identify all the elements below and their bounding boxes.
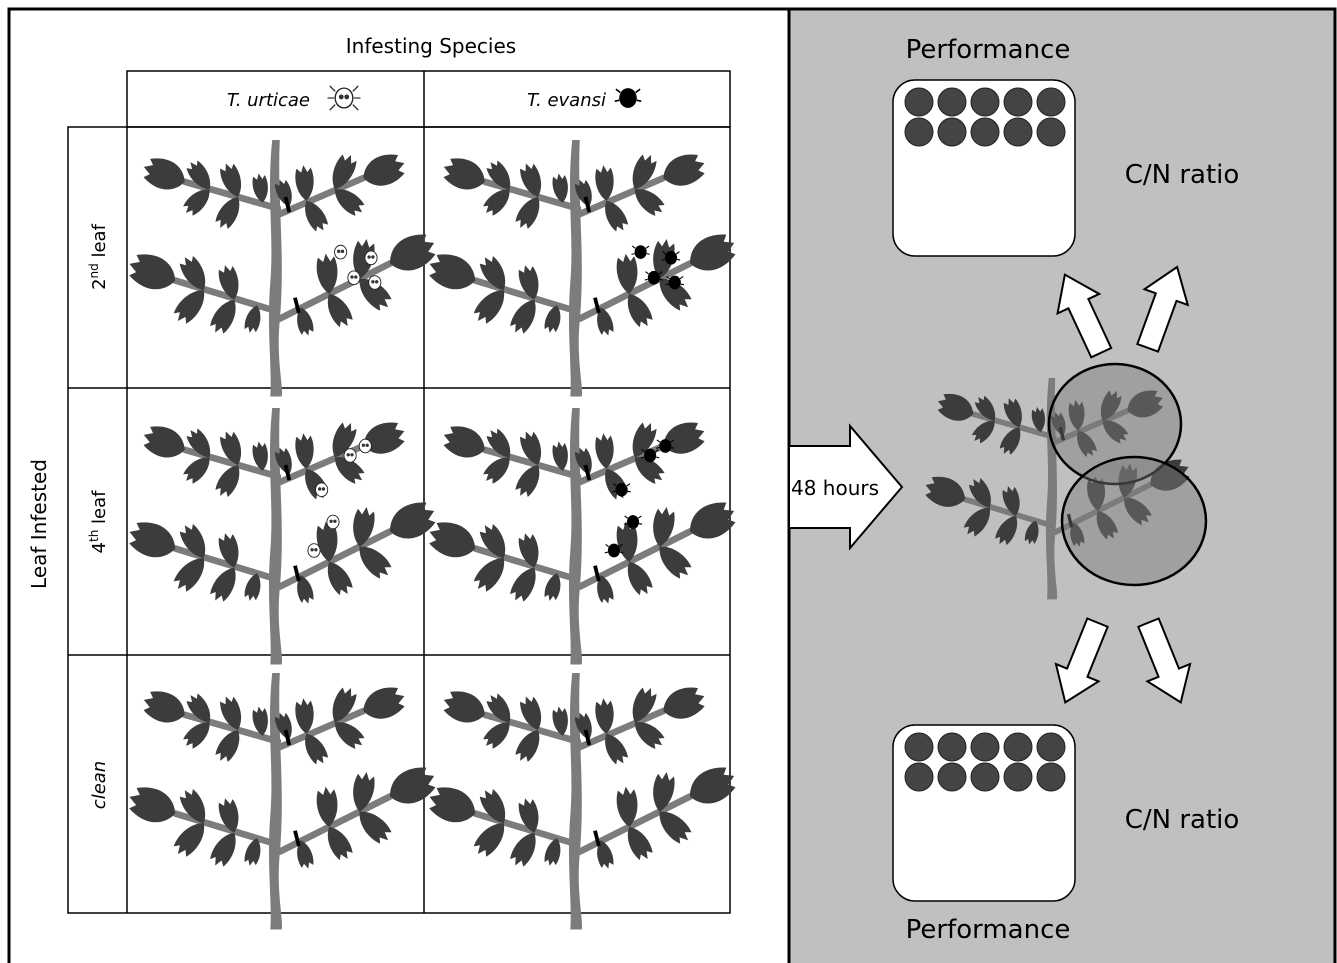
- leaf-disc: [970, 117, 1000, 147]
- cn-ratio-label-bottom: C/N ratio: [1125, 805, 1240, 835]
- column-header-title: Infesting Species: [346, 34, 516, 58]
- leaf-disc: [904, 117, 934, 147]
- leaf-discs-top: [904, 87, 1066, 147]
- leaf-disc: [1003, 117, 1033, 147]
- light-mite-icon: [364, 250, 378, 266]
- leaf-disc: [904, 732, 934, 762]
- row-label-2nd-leaf: 2nd leaf: [87, 223, 110, 290]
- light-mite-icon: [327, 85, 361, 111]
- light-mite-icon: [307, 543, 321, 558]
- leaf-disc: [970, 732, 1000, 762]
- left-panel: Infesting Species T. urticae T. evansi L…: [7, 7, 791, 963]
- time-arrow: [788, 423, 904, 551]
- column-label-t-evansi: T. evansi: [527, 90, 606, 111]
- down-arrow-left: [1054, 617, 1109, 704]
- performance-label-bottom: Performance: [906, 915, 1071, 945]
- leaf-disc: [1036, 732, 1066, 762]
- row-label-clean: clean: [89, 761, 110, 809]
- leaf-disc: [1036, 762, 1066, 792]
- time-arrow-label: 48 hours: [791, 476, 879, 500]
- leaf-disc: [937, 762, 967, 792]
- row-header-title: Leaf Infested: [27, 459, 51, 589]
- leaf-disc: [904, 87, 934, 117]
- leaf-disc: [904, 762, 934, 792]
- light-mite-icon: [358, 438, 372, 454]
- leaf-disc: [1036, 87, 1066, 117]
- leaf-disc: [937, 87, 967, 117]
- cn-ratio-label-top: C/N ratio: [1125, 160, 1240, 190]
- light-mite-icon: [315, 482, 329, 497]
- light-mite-icon: [334, 244, 348, 260]
- leaf-disc: [970, 762, 1000, 792]
- down-arrow-right: [1137, 617, 1192, 704]
- leaf-disc: [1003, 762, 1033, 792]
- leaf-disc: [937, 117, 967, 147]
- up-arrow-left: [1056, 273, 1113, 359]
- leaf-disc: [1003, 87, 1033, 117]
- table-grid: [67, 126, 731, 914]
- column-label-t-urticae: T. urticae: [227, 90, 310, 111]
- leaf-disc: [1003, 732, 1033, 762]
- highlight-lower-leaf: [1060, 455, 1208, 587]
- light-mite-icon: [326, 514, 340, 530]
- leaf-disc: [970, 87, 1000, 117]
- up-arrow-right: [1136, 265, 1190, 353]
- leaf-discs-bottom: [904, 732, 1066, 792]
- light-mite-icon: [368, 275, 382, 290]
- leaf-disc: [1036, 117, 1066, 147]
- light-mite-icon: [347, 270, 361, 286]
- leaf-disc: [937, 732, 967, 762]
- highlight-upper-leaf: [1047, 362, 1183, 486]
- row-label-4th-leaf: 4th leaf: [87, 490, 110, 554]
- right-panel: Performance C/N ratio 48 hours C/N r: [787, 7, 1337, 963]
- light-mite-icon: [343, 448, 357, 463]
- performance-label-top: Performance: [906, 35, 1071, 65]
